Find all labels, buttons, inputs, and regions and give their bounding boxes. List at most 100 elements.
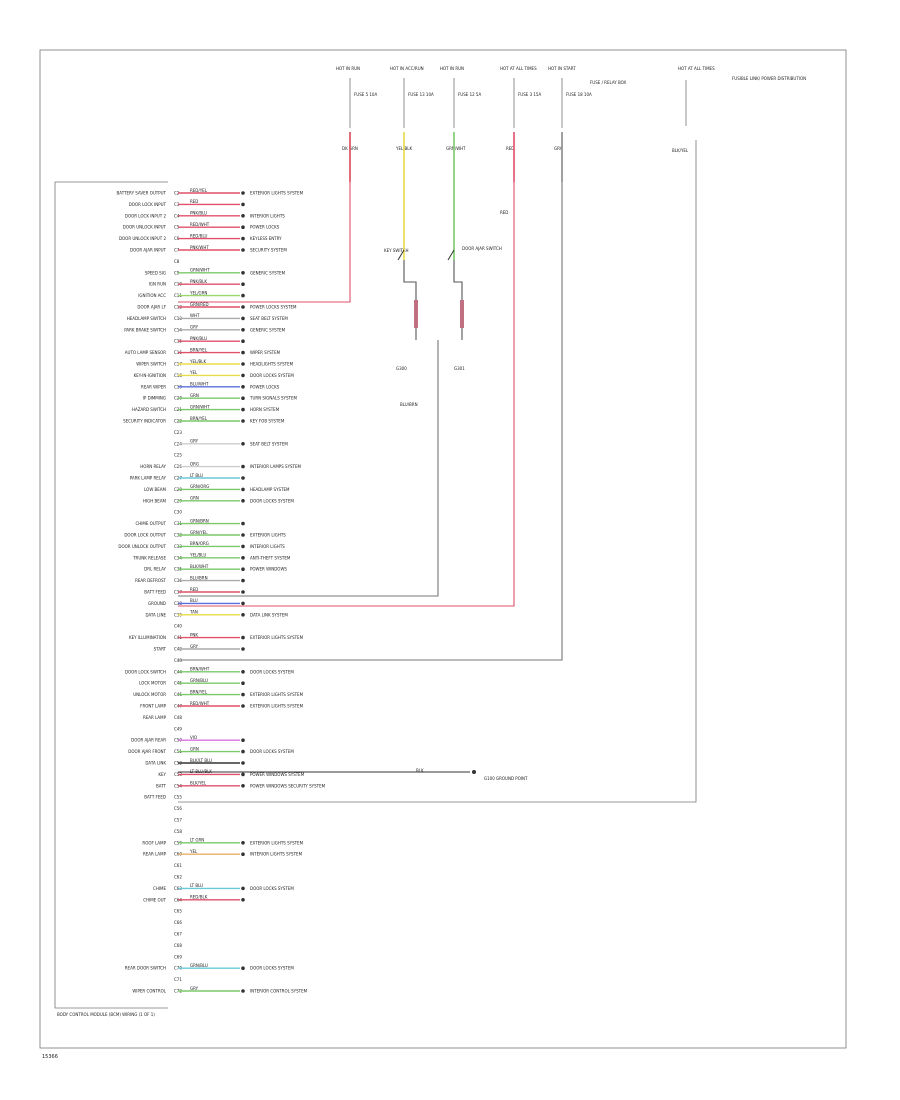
pin-terminal [241,738,245,742]
pin-row: C49 [174,726,182,731]
pin-terminal [241,578,245,583]
pin-terminal [241,704,245,708]
pin-system: DOOR LOCKS SYSTEM [250,498,294,503]
pin-wire-color: BLU/WHT [190,382,209,387]
pin-label: CHIME OUTPUT [135,521,166,526]
pin-wire-color: YEL/GRN [189,290,207,295]
pin-number: C67 [174,932,182,937]
pin-label: BATT FEED [144,795,166,800]
pin-label: LOW BEAM [144,487,166,492]
pin-wire-color: BRN/YEL [190,347,208,352]
pin-system: DOOR LOCKS SYSTEM [250,886,294,891]
pin-number: C7 [174,248,180,253]
pin-row: C67 [174,932,182,937]
pin-system: POWER WINDOWS [250,567,287,572]
battery-caption: HOT AT ALL TIMES [678,66,715,71]
pin-wire-color: YEL/BLK [189,359,207,364]
pin-wire-color: ORG [190,461,199,466]
pin-number: C8 [174,259,180,264]
wire-route [178,182,563,661]
pin-wire-color: LT BLU [190,883,203,888]
pin-number: C66 [174,920,182,925]
pin-wire-color: RED [190,199,198,204]
pin-terminal [241,613,245,617]
pin-label: DATA LINE [145,612,166,617]
pin-label: LOCK MOTOR [139,681,166,686]
pin-wire-color: PNK/BLU [190,336,207,341]
battery-wire [178,140,697,803]
pin-wire-color: GRY [190,439,199,444]
pin-system: EXTERIOR LIGHTS SYSTEM [250,191,304,196]
pin-label: UNLOCK MOTOR [133,692,166,697]
pin-terminal [241,841,245,845]
pin-terminal [241,886,245,891]
pin-label: REAR LAMP [143,715,167,720]
pin-terminal [241,692,245,697]
pin-system: POWER LOCKS SYSTEM [250,305,297,310]
pin-system: INTERIOR LAMPS SYSTEM [250,464,302,469]
pin-label: KEY [158,772,166,777]
module-caption: BODY CONTROL MODULE (BCM) WIRING (1 OF 1… [57,1012,155,1017]
pin-number: C61 [174,863,182,868]
fuse-header-label: HOT AT ALL TIMES [500,66,537,71]
pin-wire-color: RED/WHT [190,701,210,706]
pin-wire-color: BRN/WHT [190,667,210,672]
mid-wire-label-right: RED [500,210,508,215]
pin-terminal [241,214,245,218]
pin-terminal [241,544,245,549]
pin-system: SEAT BELT SYSTEM [250,441,288,446]
pin-number: C48 [174,715,182,720]
pin-label: DOOR UNLOCK OUTPUT [118,544,166,549]
pin-terminal [241,293,245,298]
pin-label: GROUND [148,601,166,606]
pin-wire-color: GRN/YEL [190,530,208,535]
pin-label: BATT [156,783,167,788]
pin-system: DATA LINK SYSTEM [250,612,288,617]
pin-wire-color: YEL [189,370,198,375]
pin-system: EXTERIOR LIGHTS SYSTEM [250,635,304,640]
pin-terminal [241,499,245,503]
pin-label: PARK LAMP RELAY [130,476,167,481]
battery-fuse-note: FUSIBLE LINK/ POWER DISTRIBUTION [732,76,806,81]
pin-number: C30 [174,510,182,515]
pin-wire-color: YEL [189,849,198,854]
fuse-wire-label: GRN/WHT [446,146,466,151]
pin-terminal [241,316,245,321]
pin-system: HEADLIGHTS SYSTEM [250,362,294,367]
pin-number: C55 [174,795,182,800]
pin-label: AUTO LAMP SENSOR [125,350,166,355]
pin-wire-color: BRN/YEL [190,416,208,421]
pin-terminal [241,761,245,765]
pin-terminal [241,339,245,344]
pin-wire-color: GRY [190,644,199,649]
pin-label: SPEED SIG [145,270,166,275]
pin-terminal [241,202,245,207]
ground-label-2: G301 [454,366,465,371]
pin-system: ANTI-THEFT SYSTEM [250,555,291,560]
pin-terminal [241,556,245,560]
fuse-rating: FUSE 18 10A [566,92,592,97]
pin-label: PARK BRAKE SWITCH [124,327,166,332]
pin-label: DOOR LOCK INPUT 2 [125,213,167,218]
pin-wire-color: PNK/BLK [190,279,207,284]
pin-number: C25 [174,453,182,458]
module-outline [54,181,168,1009]
pin-label: DATA LINK [145,761,166,766]
pin-wire-color: GRN [190,393,199,398]
pin-label: REAR DEFROST [135,578,166,583]
pin-system: DOOR LOCKS SYSTEM [250,669,294,674]
